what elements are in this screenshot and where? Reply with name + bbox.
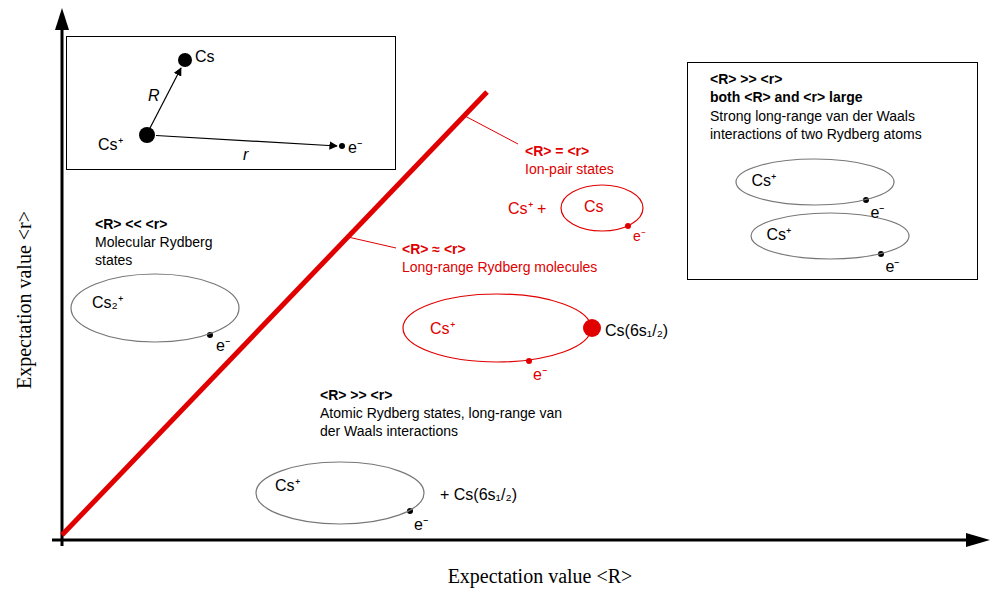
regime-description: Strong long-range van der Waals interact… <box>710 107 970 143</box>
electron-label: e⁻ <box>414 515 428 534</box>
rydberg-orbit: Cs⁺e⁻ <box>750 212 910 260</box>
regime-heading: both <R> and <r> large <box>710 88 863 106</box>
electron-label: e⁻ <box>533 365 547 384</box>
orbit-ellipse <box>403 294 591 362</box>
electron-dot <box>339 143 345 149</box>
electron-label: e⁻ <box>871 202 885 221</box>
regime-heading: <R> >> <r> <box>320 386 392 404</box>
regime-description: Ion-pair states <box>525 160 614 178</box>
electron-label: e⁻ <box>886 256 900 275</box>
distance-label: r <box>243 145 248 164</box>
atom-dot <box>178 53 192 67</box>
orbit-ellipse <box>736 159 894 205</box>
long-range-orbit: Cs⁺e⁻ <box>402 293 592 363</box>
electron-label: e⁻ <box>633 227 646 245</box>
x-axis <box>52 539 968 542</box>
electron-dot <box>526 358 532 364</box>
atom-label: Cs <box>584 197 604 216</box>
regime-box: Cs⁺e⁻Cs⁺e⁻<R> >> <r>both <R> and <r> lar… <box>687 62 979 280</box>
regime-description: Atomic Rydberg states, long-range van de… <box>320 404 580 440</box>
ion-label: Cs⁺ <box>98 135 123 154</box>
regime-heading: <R> ≈ <r> <box>402 240 466 258</box>
axis-title: Expectation value <R> <box>448 564 633 588</box>
axis-title: Expectation value <r> <box>12 211 36 389</box>
molecular-ion-label: Cs₂⁺ <box>92 293 123 312</box>
regime-description: Long-range Rydberg molecules <box>402 258 597 276</box>
ion-label: Cs⁺ <box>767 224 792 243</box>
ion-label: Cs⁺ <box>275 476 300 495</box>
electron-label: e⁻ <box>348 138 362 157</box>
inset-box: CsR Cs⁺ r e⁻ <box>66 36 396 170</box>
regime-heading: <R> >> <r> <box>710 70 782 88</box>
x-axis-arrowhead <box>966 533 990 547</box>
leader-line <box>465 116 518 144</box>
ion-dot <box>139 127 155 143</box>
molecular-orbit: Cs₂⁺e⁻ <box>70 273 240 343</box>
distance-label: R <box>148 86 160 105</box>
y-axis-arrowhead <box>55 8 69 30</box>
orbit-ellipse <box>751 213 909 259</box>
regime-description: Molecular Rydberg states <box>95 233 230 269</box>
atom-label: + Cs(6s₁/₂) <box>440 485 517 504</box>
regime-heading: <R> << <r> <box>95 215 167 233</box>
ion-label: Cs⁺ <box>752 170 777 189</box>
distance-arrow <box>156 136 337 147</box>
electron-label: e⁻ <box>216 336 230 355</box>
atom-label: Cs(6s₁/₂) <box>605 321 668 340</box>
diagonal-line <box>62 92 487 535</box>
atom-label: Cs <box>195 47 215 66</box>
leader-line <box>348 237 396 248</box>
ion-label: Cs⁺ <box>430 319 455 338</box>
orbit-ellipse <box>71 274 239 342</box>
ion-label: Cs⁺ + <box>508 199 546 218</box>
atomic-orbit: Cs⁺e⁻ <box>255 461 425 525</box>
orbit-ellipse <box>256 462 424 524</box>
ground-state-atom <box>583 319 601 337</box>
y-axis <box>61 26 64 546</box>
rydberg-orbit: Cs⁺e⁻ <box>735 158 895 206</box>
regime-heading: <R> = <r> <box>525 142 589 160</box>
ion-pair-orbit: Cse⁻ <box>560 184 644 232</box>
orbit-ellipse <box>561 185 643 231</box>
